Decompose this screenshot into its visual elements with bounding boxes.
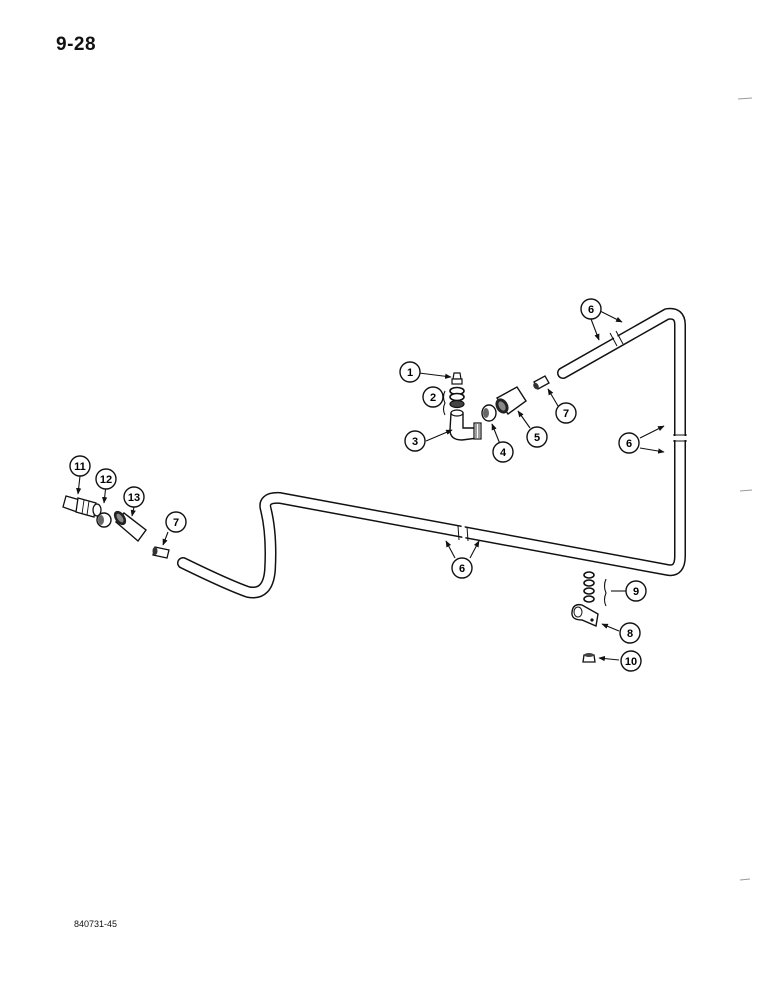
callout-6-bottom: 6	[451, 557, 473, 579]
svg-text:4: 4	[500, 447, 507, 459]
callout-8: 8	[619, 622, 641, 644]
svg-text:6: 6	[459, 563, 465, 575]
svg-text:8: 8	[627, 628, 633, 640]
svg-text:6: 6	[588, 304, 594, 316]
callout-6-top: 6	[580, 298, 602, 320]
page-number: 9-28	[56, 34, 97, 55]
svg-text:12: 12	[100, 474, 112, 486]
grease-fitting-icon	[451, 372, 463, 385]
svg-text:1: 1	[407, 367, 413, 379]
svg-text:9: 9	[633, 586, 639, 598]
callout-12: 12	[95, 468, 117, 490]
svg-text:7: 7	[563, 408, 569, 420]
sleeve-icon	[96, 512, 112, 528]
callout-6-right: 6	[618, 432, 640, 454]
callout-2: 2	[422, 386, 444, 408]
nut-icon	[495, 386, 527, 415]
svg-text:5: 5	[534, 432, 540, 444]
svg-text:10: 10	[625, 656, 637, 668]
clamp-icon	[571, 603, 599, 627]
washers-stack-icon	[583, 571, 595, 603]
tube-nut-icon	[113, 510, 147, 543]
lube-tube	[177, 307, 688, 599]
elbow-fitting-icon	[449, 409, 482, 441]
callout-3: 3	[404, 430, 426, 452]
lock-nut-icon	[582, 653, 596, 663]
callout-11: 11	[69, 455, 91, 477]
callout-1: 1	[399, 361, 421, 383]
svg-text:3: 3	[412, 436, 418, 448]
svg-text:2: 2	[430, 392, 436, 404]
figure-code: 840731-45	[74, 919, 118, 929]
svg-text:7: 7	[173, 517, 179, 529]
tube-insert-icon	[533, 375, 550, 390]
tube-insert-left-icon	[152, 546, 170, 559]
callout-5: 5	[526, 426, 548, 448]
svg-text:11: 11	[74, 461, 86, 473]
callout-7-left: 7	[165, 511, 187, 533]
callout-9: 9	[625, 580, 647, 602]
svg-text:6: 6	[626, 438, 632, 450]
connector-fitting-icon	[62, 495, 102, 518]
callout-7-upper: 7	[555, 402, 577, 424]
callout-10: 10	[620, 650, 642, 672]
ferrule-icon	[481, 404, 497, 422]
callout-4: 4	[492, 441, 514, 463]
callouts: 1 2 3 4 5 6 6 6 7 7 8 9 10 11 12 13	[69, 298, 647, 672]
scan-marks	[737, 97, 753, 881]
washers-icon	[449, 386, 465, 409]
callout-13: 13	[123, 486, 145, 508]
svg-text:13: 13	[128, 492, 140, 504]
